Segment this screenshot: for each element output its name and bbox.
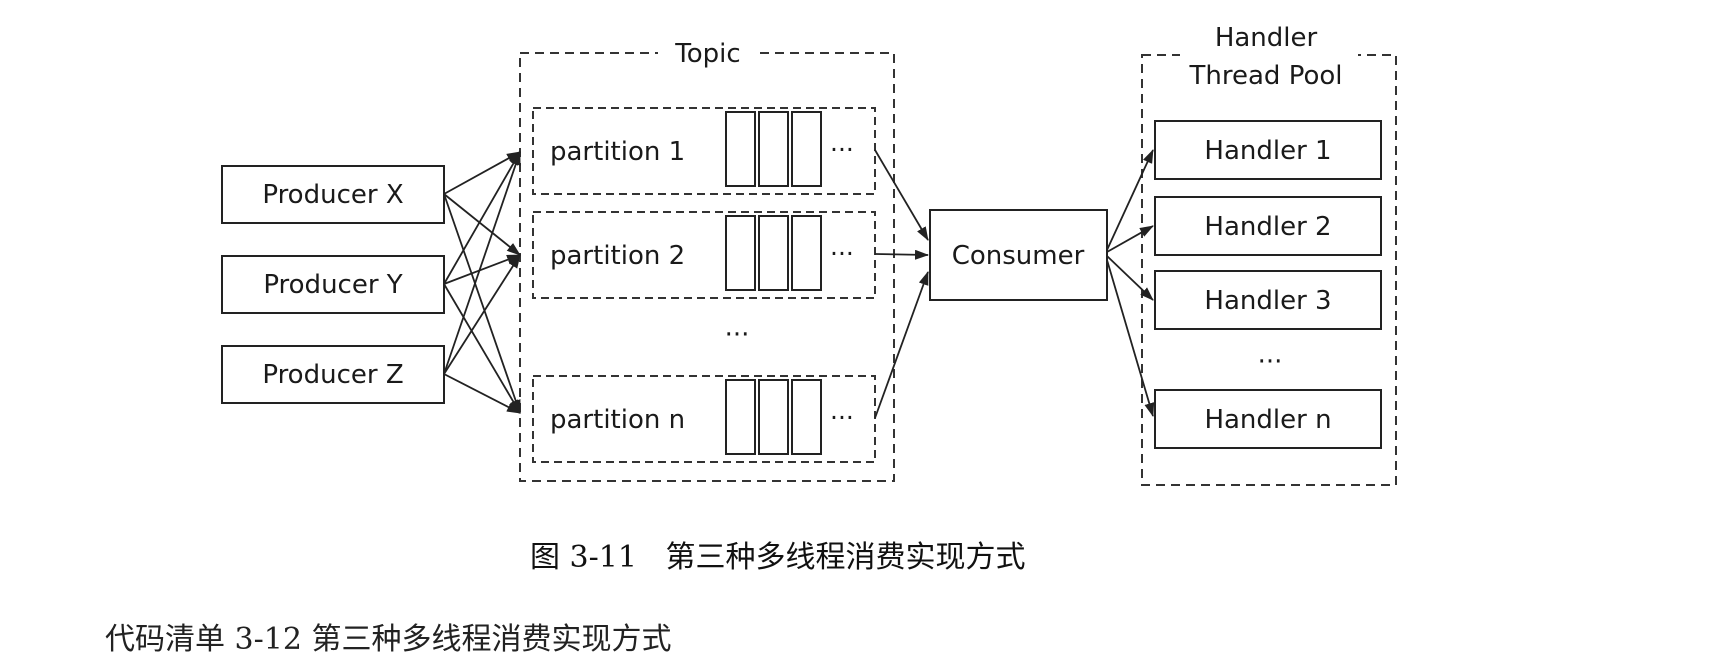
producer-y-label: Producer Y [263, 270, 402, 300]
partition-1-slot [725, 111, 756, 187]
handler-1-box: Handler 1 [1154, 120, 1382, 180]
partition-2-more: ··· [830, 239, 854, 268]
arrow-z-p2 [443, 254, 521, 375]
handler-2-label: Handler 2 [1204, 212, 1331, 242]
partition-2-slot [725, 215, 756, 291]
handler-ellipsis: ··· [1258, 347, 1283, 377]
arrow-y-pn [443, 283, 521, 414]
partition-2-label: partition 2 [550, 241, 685, 271]
arrow-consumer-h3 [1106, 255, 1154, 301]
partition-ellipsis: ··· [725, 320, 750, 350]
arrow-p1-consumer [874, 149, 929, 241]
topic-label: Topic [674, 39, 740, 69]
producer-y-box: Producer Y [221, 255, 445, 314]
consumer-box: Consumer [929, 209, 1108, 301]
arrow-x-p1 [443, 151, 521, 195]
kafka-thread-pool-diagram: Topic Producer X Producer Y Producer Z p… [221, 20, 1397, 486]
cut-off-text-line: 代码清单 3-12 第三种多线程消费实现方式 [105, 622, 672, 657]
handler-3-box: Handler 3 [1154, 270, 1382, 330]
partition-1-more: ··· [830, 135, 854, 164]
producer-z-box: Producer Z [221, 345, 445, 404]
figure-caption: 图 3-11 第三种多线程消费实现方式 [530, 540, 1026, 575]
arrow-x-p2 [443, 193, 521, 256]
handler-arrows [1106, 149, 1155, 417]
arrow-p2-consumer [874, 249, 929, 260]
partition-1-label: partition 1 [550, 137, 685, 167]
producer-z-label: Producer Z [262, 360, 403, 390]
producer-x-box: Producer X [221, 165, 445, 224]
topic-container: Topic [519, 36, 895, 482]
partition-n-slot [725, 379, 756, 455]
handler-n-box: Handler n [1154, 389, 1382, 449]
partition-n-slot [791, 379, 822, 455]
partition-2-slot [758, 215, 789, 291]
partition-1-box: partition 1 ··· [532, 107, 876, 195]
handler-3-label: Handler 3 [1204, 286, 1331, 316]
arrow-z-p1 [443, 151, 521, 375]
partition-n-slot [758, 379, 789, 455]
partition-n-label: partition n [550, 405, 685, 435]
partition-1-slot [758, 111, 789, 187]
partition-n-box: partition n ··· [532, 375, 876, 463]
figure: Topic Producer X Producer Y Producer Z p… [105, 20, 1397, 657]
thread-pool-container: Handler Thread Pool [1141, 20, 1397, 486]
arrow-y-p1 [443, 151, 521, 285]
partition-2-slot [791, 215, 822, 291]
thread-pool-title-line2: Thread Pool [1189, 61, 1343, 91]
consumer-arrows [874, 149, 929, 419]
producer-x-label: Producer X [262, 180, 403, 210]
arrow-consumer-h2 [1106, 225, 1154, 253]
consumer-label: Consumer [952, 241, 1085, 271]
handler-2-box: Handler 2 [1154, 196, 1382, 256]
arrow-consumer-h1 [1106, 149, 1154, 251]
partition-n-more: ··· [830, 403, 854, 432]
partition-1-slot [791, 111, 822, 187]
arrow-consumer-hn [1106, 259, 1155, 417]
arrow-pn-consumer [874, 271, 929, 419]
arrow-y-p2 [443, 254, 521, 285]
producer-arrows [443, 151, 521, 414]
handler-n-label: Handler n [1204, 405, 1331, 435]
arrow-x-pn [443, 193, 521, 414]
thread-pool-title-line1: Handler [1215, 23, 1318, 53]
partition-2-box: partition 2 ··· [532, 211, 876, 299]
arrow-z-pn [443, 373, 521, 414]
handler-1-label: Handler 1 [1204, 136, 1331, 166]
